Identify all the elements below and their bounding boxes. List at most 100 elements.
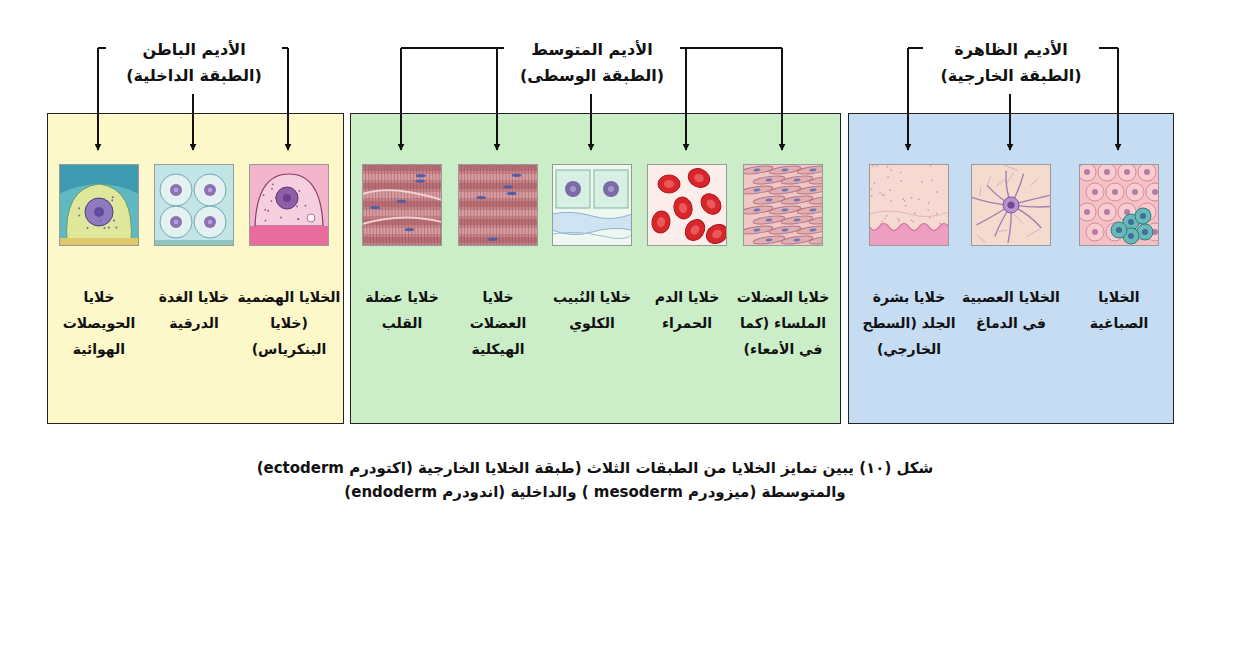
tile-shape (743, 185, 773, 196)
tile-shape (436, 164, 438, 246)
tile-shape (647, 164, 727, 246)
tile-shape (743, 225, 773, 236)
tile-shape (769, 205, 802, 216)
bracket-arrow (192, 94, 194, 150)
tile-shape (980, 187, 981, 196)
tile-shape (1137, 224, 1153, 240)
tile-shape (104, 199, 106, 201)
tile-shape (769, 225, 802, 236)
tile-shape (977, 235, 985, 242)
tile-shape (59, 238, 139, 246)
tile-shape (793, 218, 800, 222)
cell-type-box: خلايا الدم الحمراء (642, 164, 732, 336)
tile-shape (108, 227, 110, 229)
bracket-arrow (287, 48, 289, 150)
tile-shape (362, 165, 442, 171)
cell-label: الخلايا العصبية في الدماغ (962, 284, 1060, 336)
tile-frame (250, 165, 329, 246)
tile-shape (98, 211, 100, 213)
tile-shape (1104, 169, 1110, 175)
tile-shape (765, 218, 772, 222)
tile-shape (429, 164, 431, 246)
tile-shape (426, 164, 428, 246)
tile-shape (781, 175, 814, 186)
tile-shape (299, 190, 301, 192)
tile-shape (918, 198, 920, 200)
tile-shape (115, 227, 117, 229)
tile-shape (480, 164, 481, 246)
tile-shape (458, 210, 538, 216)
tile-shape (458, 228, 538, 234)
tile-shape (781, 195, 814, 206)
tile-shape (174, 188, 178, 192)
tile-shape (883, 194, 885, 196)
tile-shape (362, 217, 442, 224)
tile-shape (890, 169, 892, 171)
tile-shape (681, 216, 708, 244)
tile-shape (1128, 233, 1134, 239)
tile-shape (781, 168, 788, 172)
tile-shape (1079, 164, 1159, 246)
tile-shape (656, 216, 666, 227)
tile-shape (296, 205, 298, 207)
tile-frame (60, 165, 139, 246)
tile-shape (1128, 219, 1134, 225)
germ-layer-panel: الأديم المتوسط (الطبقة الوسطى)خلايا العض… (350, 113, 841, 424)
tile-shape (556, 170, 590, 208)
cell-label: خلايا النُبيب الكلوي (546, 284, 638, 336)
tile-shape (265, 220, 267, 222)
tile-shape (987, 176, 991, 187)
tile-shape (793, 178, 800, 182)
tile-shape (470, 164, 471, 246)
tile-shape (685, 165, 713, 191)
tile-shape (170, 216, 182, 228)
tile-shape (477, 164, 478, 246)
tile-shape (397, 164, 399, 246)
layer-heading: الأديم الباطن (الطبقة الداخلية) (112, 37, 276, 89)
tile-shape (809, 175, 823, 186)
tile-shape (362, 190, 442, 200)
tile-shape (522, 164, 523, 246)
tile-shape (496, 164, 497, 246)
tile-shape (781, 208, 788, 212)
cell-illustration (552, 164, 632, 246)
tile-shape (467, 164, 468, 246)
layer-heading-holder: الأديم الباطن (الطبقة الداخلية) (106, 35, 282, 91)
tile-shape (1126, 183, 1144, 201)
tile-shape (900, 180, 902, 182)
layer-heading-holder: الأديم الظاهرة (الطبقة الخارجية) (923, 35, 1099, 91)
tile-shape (249, 164, 329, 246)
tile-shape (1152, 189, 1158, 195)
tile-shape (886, 215, 888, 217)
tile-shape (793, 198, 800, 202)
tile-shape (769, 165, 802, 176)
tile-shape (693, 172, 705, 183)
tile-shape (797, 165, 823, 176)
tile-shape (85, 198, 113, 226)
cell-illustration (59, 164, 139, 246)
tile-shape (111, 199, 113, 201)
tile-shape (1004, 165, 1018, 170)
tile-shape (753, 175, 786, 186)
cell-illustration (971, 164, 1051, 246)
tile-shape (809, 195, 823, 206)
tile-shape (503, 185, 513, 188)
tile-frame (363, 165, 442, 246)
tile-shape (1132, 189, 1138, 195)
tile-shape (1138, 164, 1156, 181)
tile-shape (458, 201, 538, 207)
tile-frame (648, 165, 727, 246)
tile-shape (1124, 169, 1130, 175)
tile-shape (928, 202, 930, 204)
cell-illustration (154, 164, 234, 246)
tile-shape (871, 195, 873, 197)
tile-frame (972, 165, 1051, 246)
tile-shape (570, 186, 576, 192)
tile-shape (297, 218, 299, 220)
tile-frame (744, 165, 823, 246)
cell-type-box: خلايا الغدة الدرقية (148, 164, 240, 336)
tile-shape (1086, 223, 1104, 241)
tile-shape (59, 164, 139, 246)
tile-shape (170, 184, 182, 196)
tile-shape (996, 180, 1004, 187)
